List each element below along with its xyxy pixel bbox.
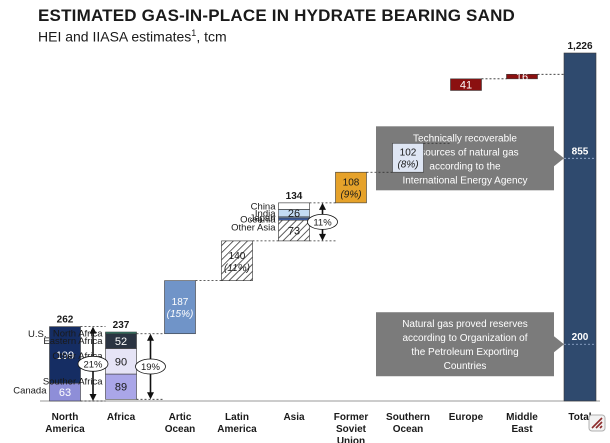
- segment-name-eastern-africa: Eastern Africa: [43, 336, 103, 347]
- annotation-1-line-2: the Petroleum Exporting: [411, 347, 518, 358]
- data-label-europe-0: 41: [460, 80, 472, 92]
- bar-latin-america-seg-0: [221, 240, 253, 281]
- annotation-pointer-1: [554, 336, 564, 353]
- data-label-middle-east-0: 16: [516, 72, 528, 84]
- category-label-africa-0: Africa: [107, 412, 136, 423]
- annotation-1-line-3: Countries: [444, 361, 487, 372]
- data-label-north-america-0: 63: [59, 387, 71, 399]
- category-label-middle-east-0: Middle: [506, 412, 538, 423]
- annotation-1-line-0: Natural gas proved reserves: [402, 319, 528, 330]
- data-sublabel-southern-ocean: (8%): [397, 160, 418, 171]
- data-label-africa-1: 90: [115, 356, 127, 368]
- annotation-0-line-2: according to the: [429, 161, 501, 172]
- data-label-asia-3: 26: [288, 208, 300, 220]
- bracket-0-arrow-up: [89, 326, 97, 334]
- category-label-middle-east-1: East: [511, 424, 533, 435]
- total-label-africa: 237: [113, 320, 130, 331]
- segment-name-oceania: Oceania: [240, 215, 276, 226]
- data-sublabel-former-soviet-union: (9%): [340, 190, 361, 201]
- category-label-total-0: Total: [568, 412, 591, 423]
- segment-name-canada: Canada: [13, 386, 47, 397]
- category-label-north-america-0: North: [52, 412, 79, 423]
- data-label-north-america-1: 199: [56, 350, 74, 362]
- data-label-africa-2: 52: [115, 336, 127, 348]
- total-marker-label-0: 855: [572, 146, 589, 157]
- data-label-africa-0: 89: [115, 382, 127, 394]
- total-marker-label-1: 200: [572, 332, 589, 343]
- annotation-0-line-3: International Energy Agency: [402, 175, 527, 186]
- corner-resize-icon[interactable]: [588, 414, 606, 432]
- category-label-southern-ocean-0: Southern: [386, 412, 430, 423]
- chart-title: ESTIMATED GAS-IN-PLACE IN HYDRATE BEARIN…: [38, 6, 516, 25]
- data-label-latin-america: 140: [229, 251, 246, 262]
- data-sublabel-latin-america: (11%): [224, 263, 250, 274]
- chart-subtitle: HEI and IIASA estimates1, tcm: [38, 28, 227, 45]
- annotation-box-1: [376, 312, 554, 377]
- bracket-0-arrow-down: [89, 394, 97, 401]
- subtitle-text: HEI and IIASA estimates: [38, 28, 192, 45]
- segment-name-china: China: [251, 202, 277, 213]
- bracket-0-label: 21%: [83, 359, 103, 370]
- category-label-former-soviet-union-0: Former: [334, 412, 369, 423]
- bar-total-seg-0: [563, 52, 597, 402]
- annotation-0-line-1: resources of natural gas: [411, 147, 518, 158]
- bracket-2-oval: [307, 213, 338, 230]
- category-label-north-america-1: America: [45, 424, 85, 435]
- bracket-1-arrow-up: [147, 333, 154, 341]
- bracket-2-label: 11%: [313, 217, 332, 228]
- bracket-1-arrow-down: [147, 392, 154, 400]
- bracket-1-label: 19%: [141, 362, 161, 373]
- segment-name-other-asia: Other Asia: [231, 223, 276, 234]
- category-label-former-soviet-union-2: Union: [337, 436, 365, 443]
- category-label-artic-ocean-1: Ocean: [165, 424, 196, 435]
- total-label-north-america: 262: [57, 315, 74, 326]
- category-label-europe-0: Europe: [449, 412, 484, 423]
- annotation-1-line-1: according to Organization of: [402, 333, 527, 344]
- category-label-asia-0: Asia: [283, 412, 305, 423]
- bar-middle-east-seg-0: [506, 73, 538, 80]
- total-label-total: 1,226: [567, 41, 592, 52]
- annotation-0-line-0: Technically recoverable: [413, 133, 517, 144]
- segment-name-japan: Japan: [250, 213, 276, 224]
- category-label-artic-ocean-0: Artic: [169, 412, 192, 423]
- data-label-former-soviet-union: 108: [343, 178, 360, 189]
- bar-africa-seg-3: [105, 331, 137, 335]
- bracket-0-oval: [77, 355, 109, 372]
- segment-name-north-africa: North Africa: [53, 328, 103, 339]
- bar-artic-ocean-seg-0: [164, 280, 196, 335]
- data-label-asia-0: 73: [288, 226, 300, 238]
- bar-europe-seg-0: [450, 78, 482, 91]
- bar-africa-seg-0: [105, 373, 137, 400]
- category-label-southern-ocean-1: Ocean: [393, 424, 424, 435]
- category-label-latin-america-1: America: [217, 424, 257, 435]
- bar-asia-seg-4: [278, 202, 310, 210]
- category-label-latin-america-0: Latin: [225, 412, 249, 423]
- segment-name-souther-africa: Souther Africa: [43, 377, 103, 388]
- data-sublabel-artic-ocean: (15%): [167, 309, 194, 320]
- segment-name-india: India: [255, 209, 276, 220]
- bracket-1-oval: [135, 358, 166, 375]
- data-label-southern-ocean: 102: [400, 148, 417, 159]
- bar-former-soviet-union-seg-0: [335, 171, 367, 204]
- bracket-2-arrow-down: [319, 233, 326, 241]
- bar-north-america-seg-1: [49, 326, 81, 384]
- segment-name-other-africa: Other Africa: [52, 351, 103, 362]
- bracket-2-arrow-up: [319, 202, 326, 210]
- category-label-former-soviet-union-1: Soviet: [336, 424, 367, 435]
- annotation-pointer-0: [554, 150, 564, 167]
- subtitle-footnote: 1: [191, 28, 197, 38]
- subtitle-unit: , tcm: [196, 28, 227, 45]
- segment-name-u-s: U.S.: [28, 329, 46, 340]
- data-label-artic-ocean: 187: [172, 297, 189, 308]
- bar-southern-ocean-seg-0: [392, 142, 424, 173]
- total-label-asia: 134: [286, 191, 303, 202]
